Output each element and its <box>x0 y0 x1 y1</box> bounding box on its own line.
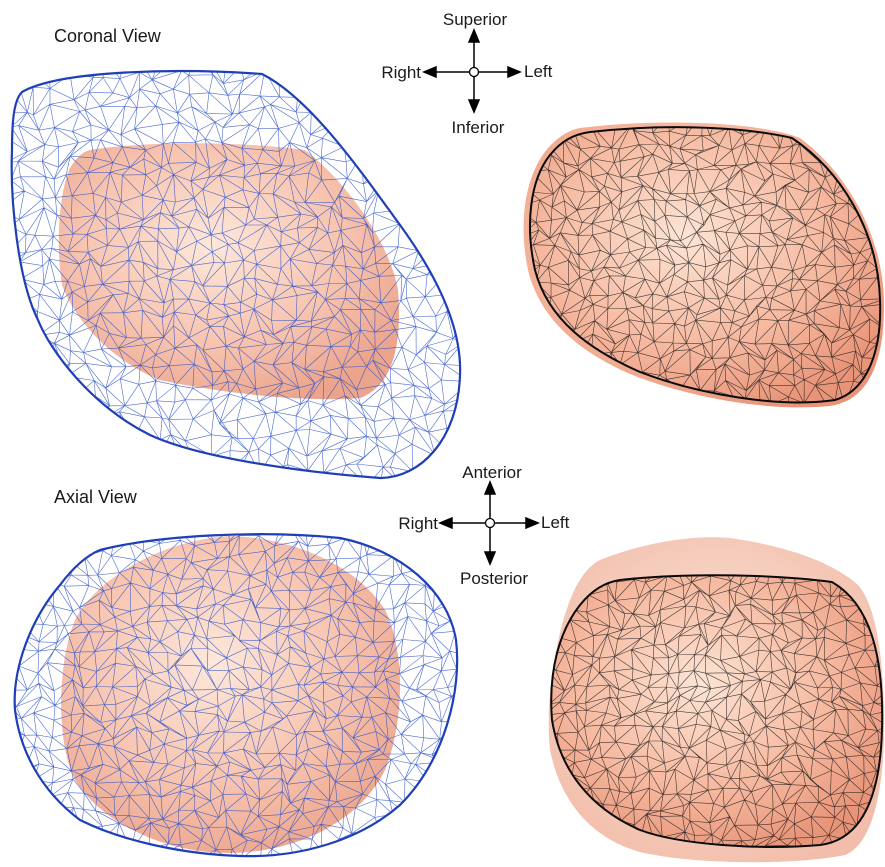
arrow-left-icon <box>424 67 436 77</box>
compass-center-icon <box>470 68 479 77</box>
coronal-view-title: Coronal View <box>54 26 162 46</box>
coronal-left-model <box>0 54 488 509</box>
axial-posterior-label: Posterior <box>460 569 528 588</box>
arrow-up-icon <box>485 482 495 494</box>
axial-view-title: Axial View <box>54 487 138 507</box>
coronal-right-label: Right <box>381 63 421 82</box>
coronal-orientation-compass <box>424 30 520 112</box>
axial-left-label: Left <box>541 513 570 532</box>
arrow-up-icon <box>469 30 479 42</box>
axial-right-model <box>540 537 885 867</box>
arrow-down-icon <box>469 100 479 112</box>
coronal-right-model <box>515 110 885 421</box>
axial-anterior-label: Anterior <box>462 463 522 482</box>
compass-center-icon <box>486 519 495 528</box>
axial-right-label: Right <box>398 514 438 533</box>
axial-left-model <box>0 519 491 867</box>
arrow-down-icon <box>485 552 495 564</box>
coronal-superior-label: Superior <box>443 10 508 29</box>
arrow-left-icon <box>440 518 452 528</box>
coronal-inferior-label: Inferior <box>452 118 505 137</box>
arrow-right-icon <box>508 67 520 77</box>
axial-orientation-compass <box>440 482 538 564</box>
arrow-right-icon <box>526 518 538 528</box>
coronal-left-label: Left <box>524 62 553 81</box>
